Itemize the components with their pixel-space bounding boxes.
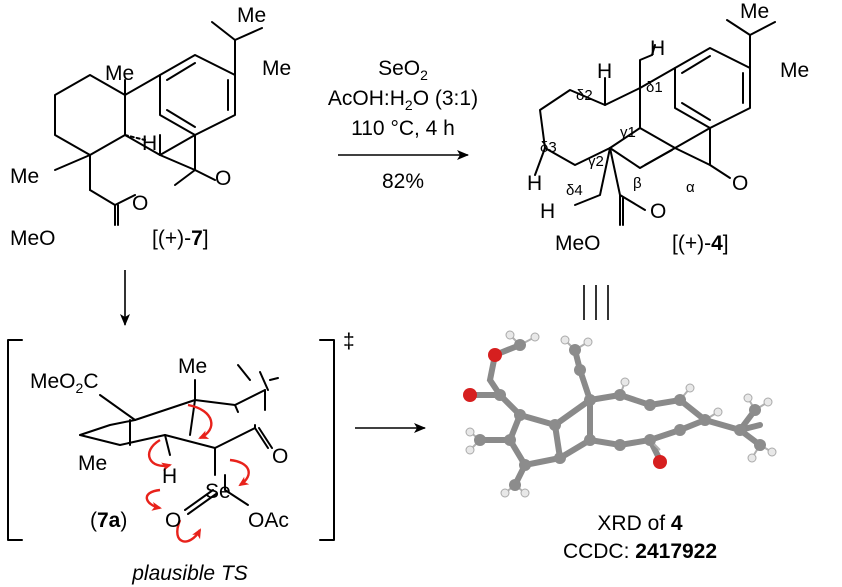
sm-ipr-me1: Me [237, 4, 266, 27]
reagent-line-3: 110 °C, 4 h [351, 117, 455, 140]
reagent-line-1: SeO2 [378, 57, 428, 83]
compound-7-label: [(+)-7] [152, 227, 209, 250]
label-gamma1: γ1 [620, 124, 636, 141]
compound-7: Me Me Me H O Me O MeO [(+)-7] [10, 4, 291, 250]
xrd-hydrogens [465, 330, 777, 498]
xrd-structure-image [463, 330, 777, 498]
label-alpha: α [686, 179, 695, 196]
p-ketone-o: O [732, 172, 748, 195]
label-delta4: δ4 [566, 182, 583, 199]
p-h-bottom: H [540, 200, 555, 223]
reaction-yield: 82% [382, 170, 424, 193]
p-ester-o: O [650, 200, 666, 223]
p-ipr-me1: Me [740, 0, 769, 23]
ts-right-bracket [319, 339, 335, 541]
ts-label: (7a) [90, 509, 127, 532]
identity-sign [583, 285, 609, 320]
p-ipr-me2: Me [780, 59, 809, 82]
p-h-top: H [650, 37, 665, 60]
sm-ketone-o: O [215, 167, 231, 190]
sm-h: H [142, 132, 157, 155]
transition-state-7a: ‡ MeO2C Me Me H O Se O OAc (7a) [7, 330, 355, 585]
ts-h: H [162, 465, 177, 488]
sm-meo: MeO [10, 227, 56, 250]
ts-me-left: Me [78, 452, 107, 475]
sm-ipr-me2: Me [262, 57, 291, 80]
label-delta2: δ2 [576, 87, 593, 104]
xrd-atoms [463, 339, 766, 491]
label-delta3: δ3 [540, 139, 557, 156]
p-meo: MeO [555, 232, 601, 255]
reagent-line-2: AcOH:H2O (3:1) [328, 87, 478, 113]
compound-4: Me Me H H H H O O MeO δ1 δ2 δ3 δ4 γ1 γ2 … [527, 0, 809, 255]
ts-left-bracket [7, 339, 23, 541]
ts-dagger: ‡ [343, 330, 355, 353]
p-h-left: H [527, 172, 542, 195]
ts-se-o: O [165, 509, 181, 532]
compound-4-label: [(+)-4] [672, 232, 729, 255]
ts-caption: plausible TS [131, 562, 248, 585]
ts-oac: OAc [248, 509, 289, 532]
sm-me-left: Me [10, 165, 39, 188]
xrd-caption-line1: XRD of 4 [597, 512, 683, 535]
sm-me-top: Me [105, 62, 134, 85]
ts-me-top: Me [178, 355, 207, 378]
label-gamma2: γ2 [588, 153, 604, 170]
ts-se: Se [205, 480, 231, 503]
reaction-conditions: SeO2 AcOH:H2O (3:1) 110 °C, 4 h 82% [328, 57, 478, 193]
ts-ketone-o: O [272, 445, 288, 468]
xrd-caption-line2: CCDC: 2417922 [563, 540, 717, 563]
ts-meo2c: MeO2C [30, 370, 98, 396]
label-beta: β [633, 175, 642, 192]
sm-ester-o: O [132, 192, 148, 215]
xrd-caption: XRD of 4 CCDC: 2417922 [563, 512, 717, 563]
p-h-blue: H [597, 60, 612, 83]
label-delta1: δ1 [646, 79, 663, 96]
